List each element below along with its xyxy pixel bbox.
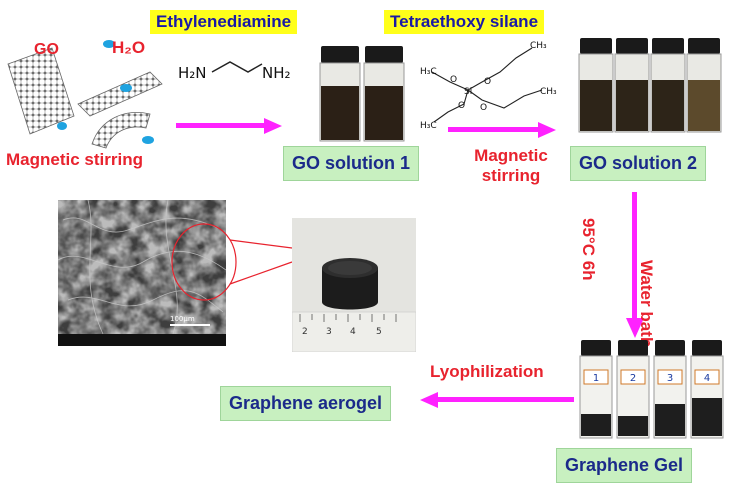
vial xyxy=(363,46,405,142)
teos-structure: CH₃ H₃C CH₃ H₃C Si O O O O xyxy=(420,41,557,131)
go-sheets-illustration xyxy=(7,40,163,149)
sem-micrograph: 100μm xyxy=(58,200,226,346)
vial xyxy=(579,340,613,439)
go-sheet-top xyxy=(77,71,163,117)
vial xyxy=(653,340,687,439)
formula-h2n: H₂N xyxy=(178,64,207,82)
vial xyxy=(690,340,724,439)
teos-h3c-left: H₃C xyxy=(420,67,437,77)
vial xyxy=(614,38,650,133)
sem-scale-bar-label: 100μm xyxy=(170,315,195,323)
magnetic-stirring-line1: Magnetic xyxy=(474,146,548,165)
go-sheet-curved xyxy=(91,112,151,149)
ruler-tick-3: 3 xyxy=(326,327,332,337)
vial xyxy=(650,38,686,133)
vial-label-4: 4 xyxy=(704,373,710,384)
ruler-tick-5: 5 xyxy=(376,327,382,337)
magnetic-stirring-label-2: Magnetic stirring xyxy=(466,146,556,186)
teos-o: O xyxy=(480,103,487,113)
formula-nh2: NH₂ xyxy=(262,64,291,82)
arrow-to-graphene-gel xyxy=(626,192,644,338)
ethylenediamine-structure: H₂N NH₂ xyxy=(178,61,291,82)
graphene-aerogel-box: Graphene aerogel xyxy=(220,386,392,421)
teos-si: Si xyxy=(464,87,472,97)
go-solution-2-box: GO solution 2 xyxy=(570,146,707,181)
go-sheet-left xyxy=(7,47,75,135)
go-solution-2-vials xyxy=(578,38,722,133)
zoom-callout xyxy=(171,223,293,301)
ruler-tick-2: 2 xyxy=(302,327,308,337)
magnetic-stirring-label-1: Magnetic stirring xyxy=(6,150,143,169)
h2o-label: H₂O xyxy=(112,38,146,57)
go-solution-1-box: GO solution 1 xyxy=(283,146,420,181)
ethylenediamine-label: Ethylenediamine xyxy=(150,10,298,34)
water-bath-label: Water bath xyxy=(637,260,656,348)
magnetic-stirring-line2: stirring xyxy=(481,166,541,185)
aerogel-photo: 2 3 4 5 xyxy=(292,218,416,352)
vial xyxy=(319,46,361,142)
graphene-gel-box: Graphene Gel xyxy=(556,448,693,483)
arrow-to-graphene-aerogel xyxy=(420,392,574,408)
vial xyxy=(616,340,650,439)
vial-label-3: 3 xyxy=(667,373,673,384)
water-drop-icon xyxy=(120,84,132,92)
ethylene-chain xyxy=(211,61,263,73)
water-drop-icon xyxy=(103,40,115,48)
go-solution-1-vials xyxy=(319,46,405,142)
teos-ch3-right: CH₃ xyxy=(540,87,557,97)
arrow-to-go-solution-1 xyxy=(176,118,282,134)
vial-label-1: 1 xyxy=(593,373,599,384)
ruler-tick-4: 4 xyxy=(350,327,356,337)
vial-label-2: 2 xyxy=(630,373,636,384)
lyophilization-label: Lyophilization xyxy=(430,362,544,381)
water-drop-icon xyxy=(57,122,67,130)
temperature-time-label: 95°C 6h xyxy=(579,218,598,281)
arrow-to-go-solution-2 xyxy=(448,122,556,138)
teos-o: O xyxy=(484,77,491,87)
graphene-gel-vials: 1 2 3 4 xyxy=(579,340,724,439)
vial xyxy=(686,38,722,133)
water-drop-icon xyxy=(142,136,154,144)
teos-ch3-top: CH₃ xyxy=(530,41,547,51)
go-label: GO xyxy=(34,41,59,58)
vial xyxy=(578,38,614,133)
teos-h3c-bottom: H₃C xyxy=(420,121,437,131)
teos-o: O xyxy=(450,75,457,85)
teos-o: O xyxy=(458,101,465,111)
tetraethoxy-silane-label: Tetraethoxy silane xyxy=(384,10,545,34)
